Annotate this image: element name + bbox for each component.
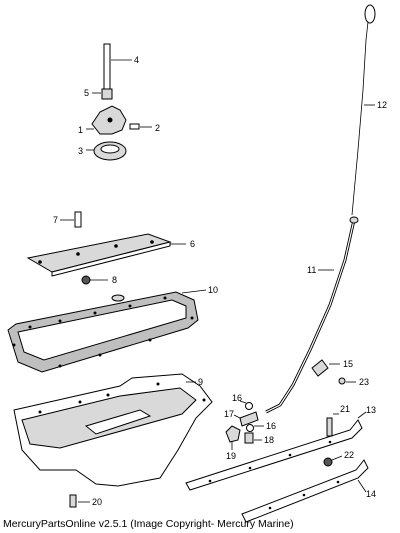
drain-fitting — [239, 411, 259, 427]
oil-pump-group — [86, 43, 152, 161]
callout-15: 15 — [343, 359, 353, 369]
callout-12: 12 — [377, 100, 387, 110]
callout-8: 8 — [112, 275, 117, 285]
callout-21: 21 — [340, 404, 350, 414]
callout-2: 2 — [155, 123, 160, 133]
pan-gasket-group — [7, 289, 207, 373]
callout-4: 4 — [134, 55, 139, 65]
callout-14: 14 — [366, 489, 376, 499]
rail-stud — [326, 417, 333, 437]
callout-11: 11 — [307, 265, 316, 275]
tube-bracket — [311, 359, 329, 377]
dipstick-handle — [364, 4, 376, 24]
callout-20: 20 — [92, 497, 102, 507]
callout-9: 9 — [198, 377, 203, 387]
drain-hardware-group — [69, 400, 264, 508]
rail-nut — [323, 457, 333, 467]
pan-rail-upper — [185, 419, 363, 491]
pan-rail-lower — [241, 459, 369, 523]
callout-22: 22 — [344, 450, 354, 460]
pan-bolt — [69, 494, 77, 508]
callout-16-upper: 16 — [232, 393, 242, 403]
baffle-group — [26, 211, 186, 285]
gasket-bolt-holes — [12, 296, 194, 368]
drain-plug — [244, 432, 254, 444]
windage-tray — [26, 233, 172, 273]
dipstick-group — [265, 4, 376, 414]
callout-17: 17 — [224, 409, 234, 419]
callout-6: 6 — [190, 239, 195, 249]
oil-pan-group — [13, 373, 213, 487]
shaft-collar — [101, 88, 113, 100]
callout-16-lower: 16 — [266, 421, 276, 431]
callout-23: 23 — [359, 377, 369, 387]
callout-19: 19 — [226, 451, 236, 461]
callout-10: 10 — [208, 285, 218, 295]
image-caption: MercuryPartsOnline v2.5.1 (Image Copyrig… — [3, 518, 294, 530]
sealing-washer-lower — [246, 424, 254, 432]
callout-1: 1 — [78, 125, 83, 135]
pump-bolt — [129, 123, 140, 130]
baffle-nut — [81, 275, 91, 285]
callout-5: 5 — [84, 88, 89, 98]
dipstick — [351, 21, 369, 216]
baffle-stud — [74, 211, 82, 228]
callout-18: 18 — [264, 435, 274, 445]
callout-3: 3 — [78, 146, 83, 156]
pan-rail-group — [185, 411, 369, 523]
pump-driveshaft — [103, 43, 111, 91]
sealing-washer-upper — [245, 402, 253, 410]
callout-labels: 1 2 3 4 5 6 7 8 9 10 11 12 13 14 15 16 1… — [53, 55, 387, 507]
bracket-screw — [338, 377, 346, 385]
drain-adapter — [225, 425, 241, 443]
callout-7: 7 — [53, 215, 58, 225]
callout-13: 13 — [366, 405, 376, 415]
